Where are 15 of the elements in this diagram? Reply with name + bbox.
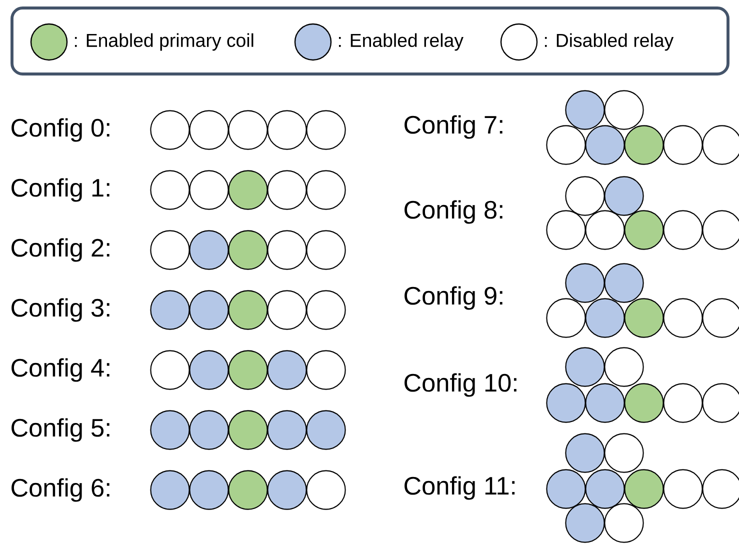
config-label: Config 11: [404,476,515,500]
legend-text: : Enabled primary coil [74,33,254,51]
config-label: Config 5: [12,418,110,442]
config-label: Config 8: [404,200,502,224]
config-label: Config 9: [404,286,502,310]
config-label: Config 6: [12,478,110,502]
config-label: Config 3: [12,298,110,322]
config-label: Config 4: [12,358,110,382]
legend-text: : Disabled relay [544,33,674,51]
config-label: Config 2: [12,238,110,262]
legend-text: : Enabled relay [338,33,464,51]
config-label: Config 1: [12,178,110,202]
config-label: Config 7: [404,115,502,139]
config-label: Config 0: [12,118,110,142]
config-label: Config 10: [404,373,516,397]
